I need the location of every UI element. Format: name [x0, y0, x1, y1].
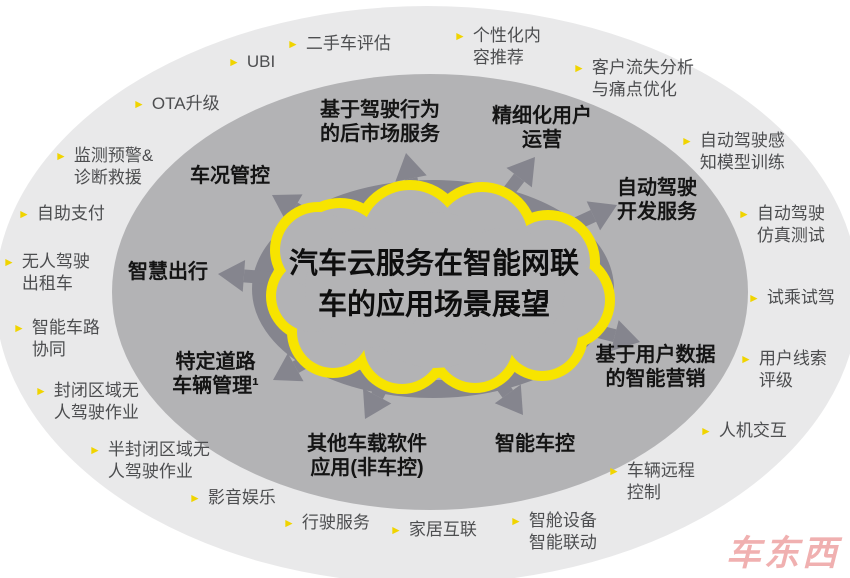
outer-item-home-connect: ► 家居互联 [390, 519, 477, 541]
outer-item-remote-control: ► 车辆远程 控制 [608, 460, 695, 504]
outer-item-churn-analysis: ► 客户流失分析 与痛点优化 [573, 57, 694, 101]
arrow-bullet-icon: ► [189, 491, 201, 505]
arrow-bullet-icon: ► [573, 61, 585, 75]
outer-item-hmi: ► 人机交互 [700, 420, 787, 442]
outer-item-label: 人机交互 [718, 421, 787, 440]
inner-label-aftermarket-services: 基于驾驶行为 的后市场服务 [320, 99, 440, 145]
outer-item-label: 无人驾驶 出租车 [21, 252, 90, 293]
outer-item-closed-area-driverless: ► 封闭区域无 人驾驶作业 [35, 380, 139, 424]
inner-label-ad-development: 自动驾驶 开发服务 [617, 177, 697, 223]
outer-item-label: 个性化内 容推荐 [472, 26, 541, 67]
arrow-bullet-icon: ► [390, 523, 402, 537]
arrow-bullet-icon: ► [738, 207, 750, 221]
outer-item-label: OTA升级 [151, 94, 220, 113]
inner-label-other-software: 其他车载软件 应用(非车控) [307, 433, 427, 479]
inner-label-road-vehicle-mgmt: 特定道路 车辆管理¹ [172, 351, 259, 397]
outer-item-self-payment: ► 自助支付 [18, 203, 105, 225]
watermark-logo: 车东西 [725, 534, 840, 573]
outer-item-label: 二手车评估 [305, 34, 391, 53]
outer-item-label: 家居互联 [408, 520, 477, 539]
outer-item-test-drive: ► 试乘试驾 [748, 287, 835, 309]
inner-label-smart-marketing: 基于用户数据 的智能营销 [595, 344, 716, 390]
outer-item-label: 自动驾驶感 知模型训练 [699, 131, 785, 172]
arrow-bullet-icon: ► [13, 321, 25, 335]
outer-item-label: 车辆远程 控制 [626, 461, 695, 502]
outer-item-label: 半封闭区域无 人驾驶作业 [107, 440, 210, 481]
outer-item-used-car-evaluation: ► 二手车评估 [287, 33, 391, 55]
inner-label-vehicle-condition: 车况管控 [190, 165, 270, 187]
center-cloud [266, 180, 615, 394]
arrow-bullet-icon: ► [283, 516, 295, 530]
outer-item-label: 智舱设备 智能联动 [528, 511, 597, 552]
outer-item-ubi: ► UBI [228, 51, 275, 73]
outer-item-lead-scoring: ► 用户线索 评级 [740, 348, 827, 392]
outer-item-driving-services: ► 行驶服务 [283, 512, 370, 534]
outer-item-label: 自动驾驶 仿真测试 [756, 204, 825, 245]
outer-item-cockpit-linkage: ► 智舱设备 智能联动 [510, 510, 597, 554]
outer-item-label: 客户流失分析 与痛点优化 [591, 58, 694, 99]
arrow-bullet-icon: ► [55, 149, 67, 163]
arrow-bullet-icon: ► [608, 464, 620, 478]
outer-item-perception-model-training: ► 自动驾驶感 知模型训练 [681, 130, 785, 174]
arrow-bullet-icon: ► [740, 352, 752, 366]
outer-item-label: 用户线索 评级 [758, 349, 827, 390]
outer-item-label: 影音娱乐 [207, 488, 276, 507]
arrow-bullet-icon: ► [89, 443, 101, 457]
inner-label-user-operations: 精细化用户 运营 [492, 105, 592, 151]
arrow-bullet-icon: ► [700, 424, 712, 438]
outer-item-label: 自助支付 [36, 204, 105, 223]
outer-item-entertainment: ► 影音娱乐 [189, 487, 276, 509]
arrow-bullet-icon: ► [748, 291, 760, 305]
diagram-title: 汽车云服务在智能网联 车的应用场景展望 [288, 248, 579, 321]
outer-item-label: 监测预警& 诊断救援 [73, 146, 154, 187]
arrow-bullet-icon: ► [35, 384, 47, 398]
outer-item-semi-closed-driverless: ► 半封闭区域无 人驾驶作业 [89, 439, 210, 483]
outer-item-label: UBI [246, 52, 276, 71]
outer-item-v2x: ► 智能车路 协同 [13, 317, 100, 361]
arrow-bullet-icon: ► [18, 207, 30, 221]
arrow-bullet-icon: ► [510, 514, 522, 528]
arrow-bullet-icon: ► [133, 97, 145, 111]
arrow-bullet-icon: ► [228, 55, 240, 69]
arrow-bullet-icon: ► [454, 29, 466, 43]
outer-item-ota-upgrade: ► OTA升级 [133, 93, 220, 115]
outer-item-simulation-testing: ► 自动驾驶 仿真测试 [738, 203, 825, 247]
inner-label-smart-vehicle-control: 智能车控 [495, 433, 575, 455]
arrow-bullet-icon: ► [681, 134, 693, 148]
arrow-bullet-icon: ► [287, 37, 299, 51]
outer-item-personalized-content: ► 个性化内 容推荐 [454, 25, 541, 69]
arrow-bullet-icon: ► [3, 255, 15, 269]
outer-item-robotaxi: ► 无人驾驶 出租车 [3, 251, 90, 295]
outer-item-monitoring-rescue: ► 监测预警& 诊断救援 [55, 145, 153, 189]
outer-item-label: 智能车路 协同 [31, 318, 100, 359]
inner-label-smart-mobility: 智慧出行 [128, 261, 208, 283]
outer-item-label: 封闭区域无 人驾驶作业 [53, 381, 139, 422]
outer-item-label: 试乘试驾 [766, 288, 835, 307]
outer-item-label: 行驶服务 [301, 513, 370, 532]
